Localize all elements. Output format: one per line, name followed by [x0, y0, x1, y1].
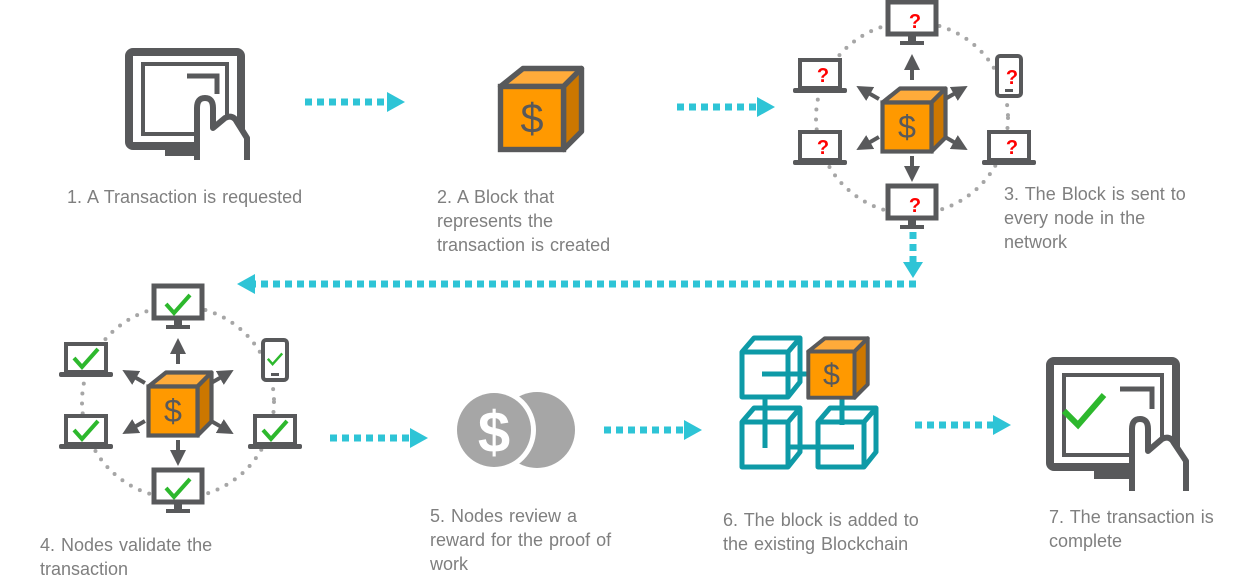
tablet-hand-icon: [125, 48, 250, 160]
broadcast-arrow: [122, 370, 146, 385]
question-mark-icon: ?: [817, 137, 829, 159]
flow-arrows: [237, 92, 1011, 448]
phone-node-icon: [261, 338, 289, 382]
monitor-node-icon: [154, 286, 202, 329]
step-2-label: 2. A Block that represents the transacti…: [437, 187, 611, 255]
broadcast-arrow: [856, 135, 880, 150]
phone-node-icon: ?: [995, 54, 1023, 98]
tablet-check-icon: [1046, 357, 1189, 491]
check-icon: [164, 293, 192, 317]
step-1-label: 1. A Transaction is requested: [67, 187, 303, 207]
arrow-head-icon: [684, 420, 702, 440]
broadcast-arrow: [856, 86, 880, 101]
dollar-icon: $: [478, 400, 510, 465]
step-6-label: 6. The block is added to the existing Bl…: [723, 510, 919, 554]
check-icon: [164, 477, 192, 501]
laptop-node-icon: ?: [791, 130, 849, 167]
broadcast-arrow: [122, 419, 146, 434]
question-mark-icon: ?: [909, 11, 921, 33]
step-3-label: 3. The Block is sent to every node in th…: [1004, 184, 1186, 252]
step-5-label: 5. Nodes review a reward for the proof o…: [430, 506, 612, 574]
block-cube-icon: [149, 373, 212, 436]
arrow-head-icon: [993, 415, 1011, 435]
broadcast-arrow: [944, 86, 968, 101]
arrow-head-icon: [903, 262, 923, 278]
check-icon: [72, 419, 100, 443]
broadcast-arrow: [210, 419, 234, 434]
block-cube-icon: [501, 69, 582, 150]
laptop-node-icon: [57, 414, 115, 451]
check-icon: [266, 352, 284, 367]
step-4-label: 4. Nodes validate the transaction: [40, 535, 213, 579]
arrow-head-icon: [237, 274, 255, 294]
broadcast-arrow: [944, 135, 968, 150]
check-icon: [72, 347, 100, 371]
monitor-node-icon: [154, 470, 202, 513]
laptop-node-icon: ?: [980, 130, 1038, 167]
blockchain-icon: [739, 335, 879, 470]
broadcast-arrow: [210, 370, 234, 385]
laptop-node-icon: [57, 342, 115, 379]
check-icon: [261, 419, 289, 443]
monitor-node-icon: ?: [888, 2, 936, 45]
network-check-icon: [57, 286, 304, 513]
block-cube-icon: [883, 89, 946, 152]
arrow-head-icon: [387, 92, 405, 112]
laptop-node-icon: ?: [791, 58, 849, 95]
network-question-icon: ??????: [791, 2, 1038, 229]
coins-icon: $: [452, 388, 575, 472]
arrow-head-icon: [410, 428, 428, 448]
laptop-node-icon: [246, 414, 304, 451]
arrow-head-icon: [757, 97, 775, 117]
question-mark-icon: ?: [1006, 67, 1018, 89]
monitor-node-icon: ?: [888, 186, 936, 229]
question-mark-icon: ?: [909, 195, 921, 217]
step-7-label: 7. The transaction is complete: [1049, 507, 1214, 551]
question-mark-icon: ?: [817, 65, 829, 87]
question-mark-icon: ?: [1006, 137, 1018, 159]
